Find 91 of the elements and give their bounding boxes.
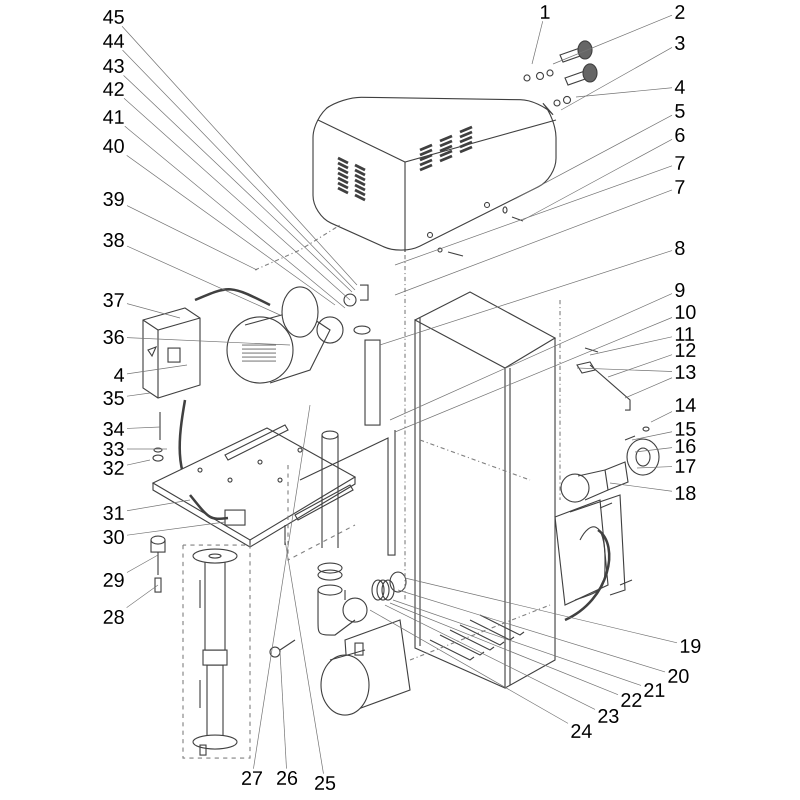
leader-line (126, 155, 336, 306)
leader-line (590, 336, 672, 356)
callout-number: 23 (598, 709, 618, 723)
leader-line (126, 460, 150, 466)
leader-line (624, 377, 672, 398)
callout-number: 7 (675, 156, 684, 170)
callout-number: 38 (103, 233, 124, 247)
callout-number: 14 (676, 398, 696, 412)
leader-line (380, 250, 672, 346)
leader-line (634, 447, 672, 452)
callout-number: 10 (676, 305, 696, 319)
leader-line (552, 14, 672, 64)
callout-number: 12 (676, 343, 696, 357)
callout-number: 28 (104, 610, 124, 624)
callout-number: 2 (675, 5, 684, 19)
leader-line (636, 466, 672, 468)
leader-line (522, 138, 672, 220)
callout-number: 4 (114, 368, 124, 382)
callout-number: 8 (675, 241, 684, 255)
leader-line (514, 114, 672, 200)
leader-line (126, 364, 188, 374)
callout-number: 31 (103, 506, 124, 520)
callout-number: 33 (103, 442, 124, 456)
callout-number: 26 (277, 771, 298, 785)
callout-number: 5 (675, 104, 685, 118)
callout-number: 3 (675, 36, 684, 50)
leader-line (390, 602, 618, 696)
callout-number: 34 (103, 422, 124, 436)
leader-line (126, 584, 158, 608)
leader-line (394, 317, 672, 432)
callout-number: 15 (676, 422, 696, 436)
callout-number: 19 (680, 639, 700, 653)
callout-number: 43 (103, 59, 124, 73)
callout-number: 1 (541, 5, 550, 19)
leader-line (126, 303, 180, 318)
callout-number: 29 (104, 573, 124, 587)
callout-number: 45 (103, 10, 124, 24)
leader-line (390, 293, 672, 420)
leader-line (632, 431, 672, 440)
callout-number: 20 (668, 669, 689, 683)
callout-number: 7 (675, 180, 684, 194)
callout-number: 36 (103, 330, 124, 344)
leader-line (126, 337, 290, 346)
leader-line (394, 190, 672, 296)
callout-number: 24 (571, 724, 592, 738)
callout-number: 39 (103, 192, 124, 206)
leader-line (280, 652, 287, 769)
leader-line (126, 426, 160, 429)
leader-line (394, 165, 672, 266)
leader-line (126, 392, 150, 397)
leader-line (126, 500, 190, 512)
callout-number: 11 (676, 327, 694, 341)
leader-line (124, 126, 346, 308)
callout-number: 4 (674, 80, 685, 94)
leader-line (253, 404, 310, 770)
leader-line (404, 578, 678, 644)
callout-number: 32 (103, 461, 124, 475)
leader-line (576, 368, 672, 372)
callout-number: 22 (621, 693, 642, 707)
leader-line (650, 411, 672, 422)
callout-number: 25 (315, 776, 336, 790)
leader-line (576, 87, 672, 98)
callout-number: 16 (676, 439, 696, 453)
leader-line (126, 246, 280, 316)
leader-line (126, 522, 226, 536)
leader-line (398, 590, 666, 672)
leader-line (284, 540, 324, 774)
callout-number: 30 (103, 530, 124, 544)
callout-number: 27 (242, 771, 262, 785)
callout-number: 18 (676, 486, 696, 500)
leader-line (370, 610, 568, 724)
callout-number: 13 (676, 365, 696, 379)
leader-line (126, 554, 158, 573)
callout-number: 42 (103, 82, 124, 96)
callout-number: 6 (675, 128, 684, 142)
leader-line (532, 20, 544, 64)
leader-line (610, 482, 672, 492)
callout-number: 41 (103, 110, 124, 124)
leader-line (126, 448, 168, 450)
leader-line (608, 354, 672, 378)
leader-line (126, 205, 258, 270)
leader-line (384, 604, 596, 710)
callout-number: 17 (676, 459, 696, 473)
callout-number: 40 (103, 139, 124, 153)
callout-number: 44 (103, 34, 124, 48)
leader-line (392, 600, 642, 686)
leader-line (560, 47, 672, 110)
callout-number: 37 (103, 293, 124, 307)
callout-number: 21 (644, 683, 664, 697)
callout-number: 35 (103, 391, 124, 405)
callout-number: 9 (675, 283, 684, 297)
